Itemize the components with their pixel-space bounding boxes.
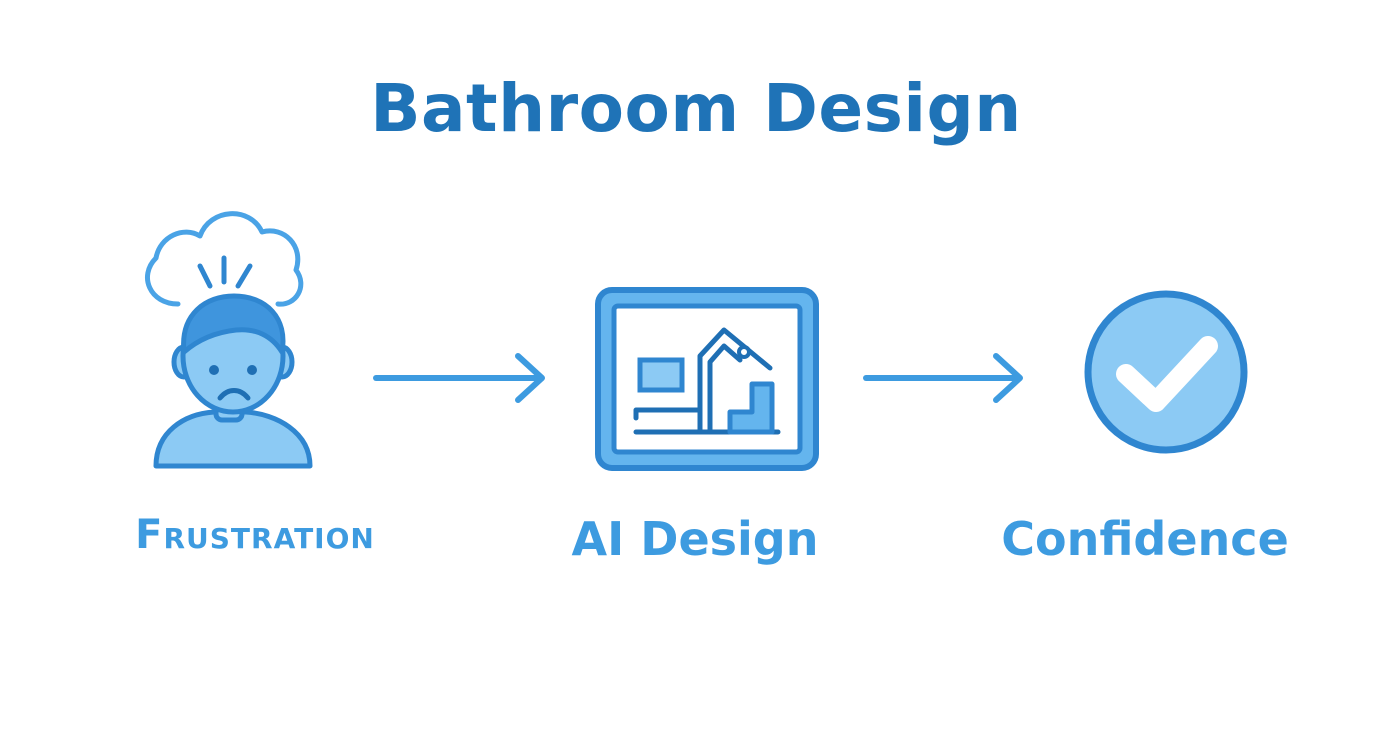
floorplan-room: [637, 357, 685, 393]
person-eye: [247, 365, 257, 375]
diagram-title: Bathroom Design: [370, 70, 1022, 147]
stress-mark: [197, 263, 213, 289]
frustrated-person-icon: [145, 211, 313, 469]
person-eye: [209, 365, 219, 375]
stage-label-ai-design: AI Design: [571, 512, 819, 566]
stage-label-confidence: Confidence: [1001, 512, 1289, 566]
person-frown: [217, 388, 251, 401]
checkmark-circle-icon: [1084, 290, 1248, 454]
ai-floorplan-tablet-icon: [595, 287, 819, 471]
checkmark: [1116, 336, 1218, 412]
thought-cloud-icon: [145, 211, 304, 307]
stress-mark: [235, 263, 253, 289]
floorplan-fixture: [727, 381, 775, 435]
arrow-right-icon: [863, 353, 1023, 403]
person-hair: [181, 293, 286, 355]
stage-label-frustration: Frustration: [135, 512, 375, 558]
arrow-right-icon: [373, 353, 545, 403]
